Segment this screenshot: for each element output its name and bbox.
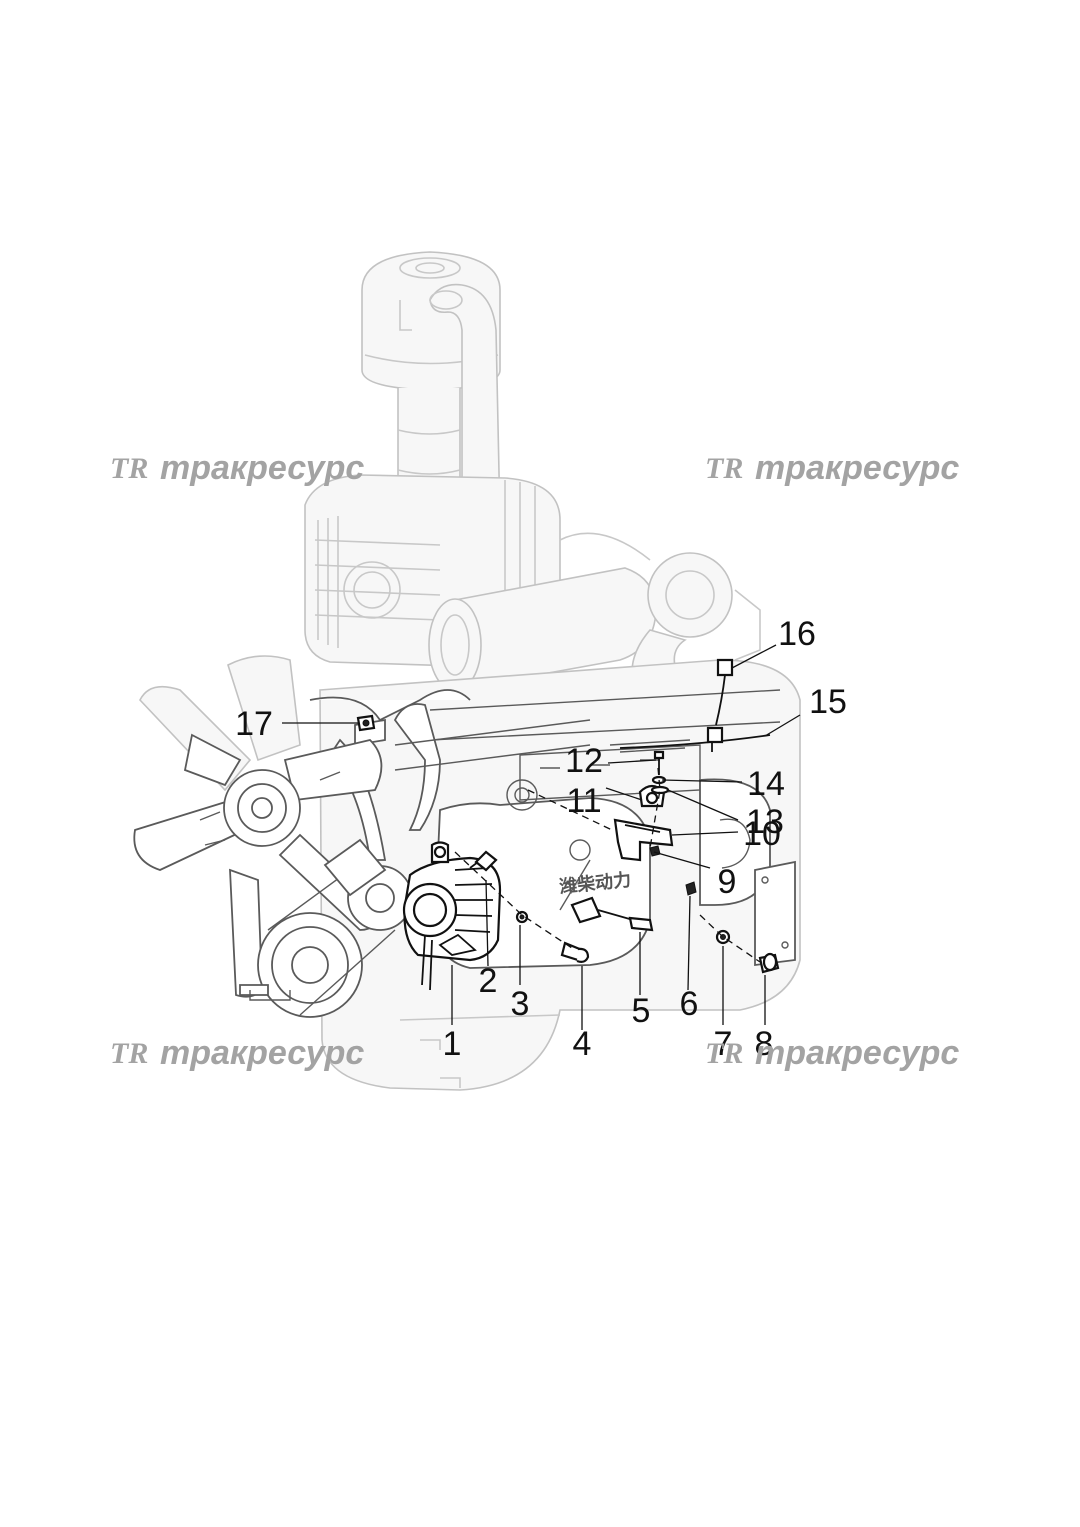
watermark-logo: TR [705,452,743,485]
callout-9: 9 [718,863,737,901]
watermark-bottom-left: TR тракресурс [110,1034,364,1072]
pulleys [239,838,413,1018]
callout-parts [356,658,780,991]
watermark-top-left: TR тракресурс [110,449,364,487]
muffler [428,567,657,692]
callout-5: 5 [632,992,651,1030]
callout-labels: 1 2 3 4 5 6 7 8 9 10 11 12 13 14 15 16 1… [235,615,847,1063]
part-17-fitting [356,714,376,732]
watermark-top-right: TR тракресурс [705,449,959,487]
watermark-logo: TR [110,1037,148,1070]
callout-1: 1 [443,1025,462,1063]
part-9-nut [649,845,661,857]
part-10-bracket [613,818,674,862]
watermark-text: тракресурс [160,1034,364,1072]
part-6-pin [685,881,697,896]
callout-14: 14 [747,765,785,803]
callout-13: 13 [746,803,784,841]
callout-6: 6 [680,985,699,1023]
part-8-bolt [758,952,780,974]
callout-10: 10 [743,815,781,853]
watermark-text: тракресурс [755,1034,959,1072]
part-16-sensor [706,658,734,752]
callout-7: 7 [714,1025,733,1063]
callout-12: 12 [565,742,603,780]
part-5-sensor [570,896,654,932]
part-4-bolt [560,941,590,963]
leader-lines [282,644,801,1030]
callout-16: 16 [778,615,816,653]
watermark-text: тракресурс [755,449,959,487]
callout-11: 11 [566,782,601,820]
part-3-washer [515,910,529,924]
part-15-hose [619,734,771,749]
callout-17: 17 [235,705,273,743]
watermark-logo: TR [705,1037,743,1070]
engine-drawing: 潍柴动力 [133,251,801,1091]
callout-4: 4 [573,1025,592,1063]
watermark-logo: TR [110,452,148,485]
part-2-bolt [469,850,498,872]
cooling-fan [133,655,383,998]
callout-2: 2 [479,962,498,1000]
watermark-bottom-right: TR тракресурс [705,1034,959,1072]
watermark-text: тракресурс [160,449,364,487]
callout-8: 8 [755,1025,774,1063]
part-1-alternator [402,841,502,991]
callout-15: 15 [809,683,847,721]
callout-3: 3 [511,985,530,1023]
